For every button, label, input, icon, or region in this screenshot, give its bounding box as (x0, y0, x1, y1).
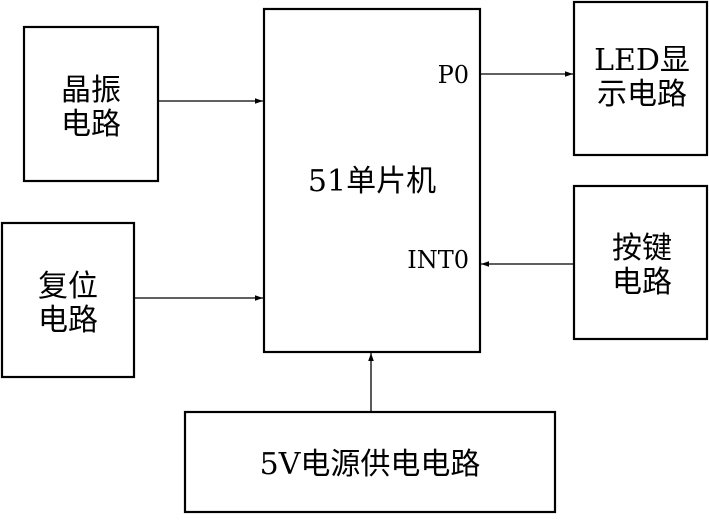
led-display-label-line1: LED显 (594, 43, 690, 78)
crystal-circuit-block: 晶振 电路 (22, 25, 160, 183)
reset-circuit-block: 复位 电路 (0, 221, 136, 379)
reset-circuit-label-line2: 电路 (38, 303, 98, 338)
mcu-label: 51单片机 (308, 164, 436, 199)
crystal-circuit-label-line1: 晶振 (61, 73, 121, 108)
reset-circuit-box (0, 221, 136, 379)
mcu-block: 51单片机 P0 INT0 (262, 7, 482, 354)
port-p0-label: P0 (438, 61, 469, 89)
power-supply-label: 5V电源供电电路 (260, 447, 481, 482)
led-display-block: LED显 示电路 (572, 0, 709, 157)
keypad-label-line1: 按键 (612, 231, 672, 266)
crystal-circuit-box (22, 25, 160, 183)
power-supply-block: 5V电源供电电路 (183, 410, 557, 514)
keypad-box (572, 184, 709, 341)
keypad-label-line2: 电路 (612, 265, 672, 300)
power-supply-box (183, 410, 557, 514)
led-display-label-line2: 示电路 (597, 77, 687, 112)
led-display-box (572, 0, 709, 157)
mcu-box (262, 7, 482, 354)
keypad-block: 按键 电路 (572, 184, 709, 341)
reset-circuit-label-line1: 复位 (38, 269, 98, 304)
port-int0-label: INT0 (407, 246, 469, 274)
crystal-circuit-label-line2: 电路 (61, 107, 121, 142)
